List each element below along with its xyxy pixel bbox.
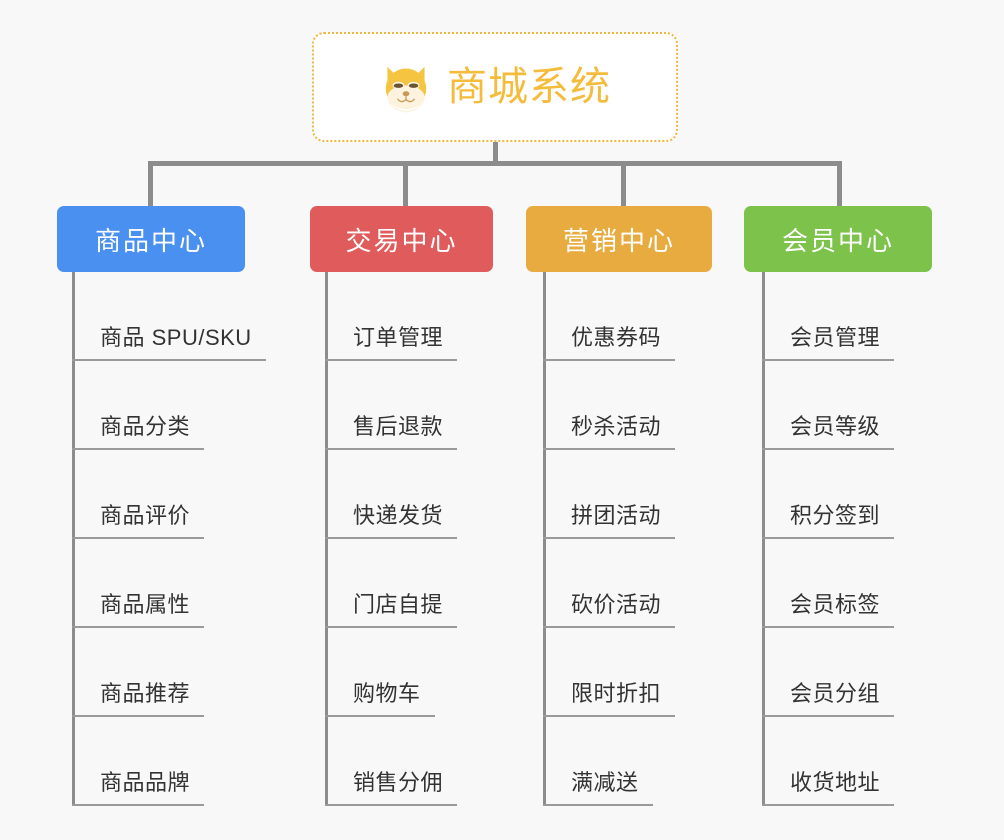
list-item-label: 会员标签	[790, 592, 881, 617]
column-spine	[762, 272, 765, 806]
list-item-underline: 收货地址	[762, 768, 895, 806]
list-item-label: 会员分组	[790, 681, 881, 706]
item-column-2: 订单管理售后退款快递发货门店自提购物车销售分佣	[325, 272, 458, 806]
column-spine	[543, 272, 546, 806]
list-item[interactable]: 拼团活动	[543, 450, 676, 539]
list-item[interactable]: 快递发货	[325, 450, 458, 539]
category-box-1[interactable]: 商品中心	[57, 206, 245, 272]
category-label: 营销中心	[562, 225, 675, 256]
list-item-underline: 商品 SPU/SKU	[72, 323, 266, 361]
list-item-label: 积分签到	[790, 503, 881, 528]
root-title: 商城系统	[447, 65, 611, 109]
list-item-label: 秒杀活动	[571, 414, 662, 439]
list-item[interactable]: 会员等级	[762, 361, 895, 450]
list-item-underline: 优惠券码	[543, 323, 676, 361]
list-item-label: 砍价活动	[571, 592, 662, 617]
list-item-label: 满减送	[571, 770, 639, 795]
list-item-underline: 会员等级	[762, 412, 895, 450]
list-item-label: 销售分佣	[353, 770, 444, 795]
list-item[interactable]: 优惠券码	[543, 272, 676, 361]
list-item-underline: 秒杀活动	[543, 412, 676, 450]
list-item-underline: 销售分佣	[325, 768, 458, 806]
connector-drop-1	[148, 161, 153, 206]
list-item-label: 商品品牌	[100, 770, 191, 795]
list-item[interactable]: 收货地址	[762, 717, 895, 806]
list-item-label: 商品属性	[100, 592, 191, 617]
connector-drop-4	[837, 161, 842, 206]
category-box-4[interactable]: 会员中心	[744, 206, 932, 272]
list-item-underline: 购物车	[325, 679, 435, 717]
root-node[interactable]: 商城系统	[312, 32, 678, 142]
column-spine	[325, 272, 328, 806]
list-item[interactable]: 会员管理	[762, 272, 895, 361]
list-item-underline: 会员管理	[762, 323, 895, 361]
list-item-label: 拼团活动	[571, 503, 662, 528]
list-item[interactable]: 商品 SPU/SKU	[72, 272, 266, 361]
list-item[interactable]: 会员标签	[762, 539, 895, 628]
list-item-underline: 商品品牌	[72, 768, 205, 806]
list-item[interactable]: 订单管理	[325, 272, 458, 361]
list-item[interactable]: 秒杀活动	[543, 361, 676, 450]
connector-drop-3	[621, 161, 626, 206]
list-item-underline: 订单管理	[325, 323, 458, 361]
list-item-label: 商品评价	[100, 503, 191, 528]
connector-root-stem	[493, 142, 498, 165]
category-box-2[interactable]: 交易中心	[310, 206, 493, 272]
list-item[interactable]: 商品属性	[72, 539, 266, 628]
list-item-underline: 会员分组	[762, 679, 895, 717]
list-item[interactable]: 商品分类	[72, 361, 266, 450]
list-item-label: 商品推荐	[100, 681, 191, 706]
list-item-label: 快递发货	[353, 503, 444, 528]
list-item-label: 会员管理	[790, 325, 881, 350]
dog-face-icon	[385, 66, 427, 113]
list-item-underline: 售后退款	[325, 412, 458, 450]
list-item[interactable]: 商品品牌	[72, 717, 266, 806]
category-box-3[interactable]: 营销中心	[526, 206, 712, 272]
list-item-label: 门店自提	[353, 592, 444, 617]
list-item[interactable]: 砍价活动	[543, 539, 676, 628]
list-item-label: 限时折扣	[571, 681, 662, 706]
item-column-1: 商品 SPU/SKU 商品分类商品评价商品属性商品推荐商品品牌	[72, 272, 266, 806]
list-item[interactable]: 售后退款	[325, 361, 458, 450]
connector-drop-2	[403, 161, 408, 206]
list-item[interactable]: 商品推荐	[72, 628, 266, 717]
list-item[interactable]: 购物车	[325, 628, 457, 717]
list-item[interactable]: 会员分组	[762, 628, 895, 717]
column-spine	[72, 272, 75, 806]
category-label: 会员中心	[781, 225, 894, 256]
list-item-underline: 积分签到	[762, 501, 895, 539]
list-item-underline: 商品推荐	[72, 679, 205, 717]
category-label: 交易中心	[345, 225, 458, 256]
list-item[interactable]: 满减送	[543, 717, 675, 806]
list-item-label: 收货地址	[790, 770, 881, 795]
list-item-underline: 商品属性	[72, 590, 205, 628]
list-item-label: 购物车	[353, 681, 421, 706]
list-item-label: 商品分类	[100, 414, 191, 439]
list-item-underline: 快递发货	[325, 501, 458, 539]
list-item-label: 订单管理	[353, 325, 444, 350]
list-item-label: 优惠券码	[571, 325, 662, 350]
item-column-3: 优惠券码秒杀活动拼团活动砍价活动限时折扣满减送	[543, 272, 676, 806]
list-item-underline: 商品分类	[72, 412, 205, 450]
connector-horizontal-bus	[148, 161, 840, 166]
list-item-underline: 砍价活动	[543, 590, 676, 628]
list-item-underline: 门店自提	[325, 590, 458, 628]
list-item-underline: 满减送	[543, 768, 653, 806]
list-item[interactable]: 销售分佣	[325, 717, 458, 806]
list-item-underline: 拼团活动	[543, 501, 676, 539]
list-item[interactable]: 限时折扣	[543, 628, 676, 717]
list-item[interactable]: 商品评价	[72, 450, 266, 539]
list-item[interactable]: 积分签到	[762, 450, 895, 539]
list-item-underline: 限时折扣	[543, 679, 676, 717]
category-label: 商品中心	[94, 225, 207, 256]
list-item-label: 会员等级	[790, 414, 881, 439]
list-item[interactable]: 门店自提	[325, 539, 458, 628]
list-item-underline: 会员标签	[762, 590, 895, 628]
list-item-underline: 商品评价	[72, 501, 205, 539]
list-item-label: 商品 SPU/SKU	[100, 325, 252, 350]
item-column-4: 会员管理会员等级积分签到会员标签会员分组收货地址	[762, 272, 895, 806]
list-item-label: 售后退款	[353, 414, 444, 439]
